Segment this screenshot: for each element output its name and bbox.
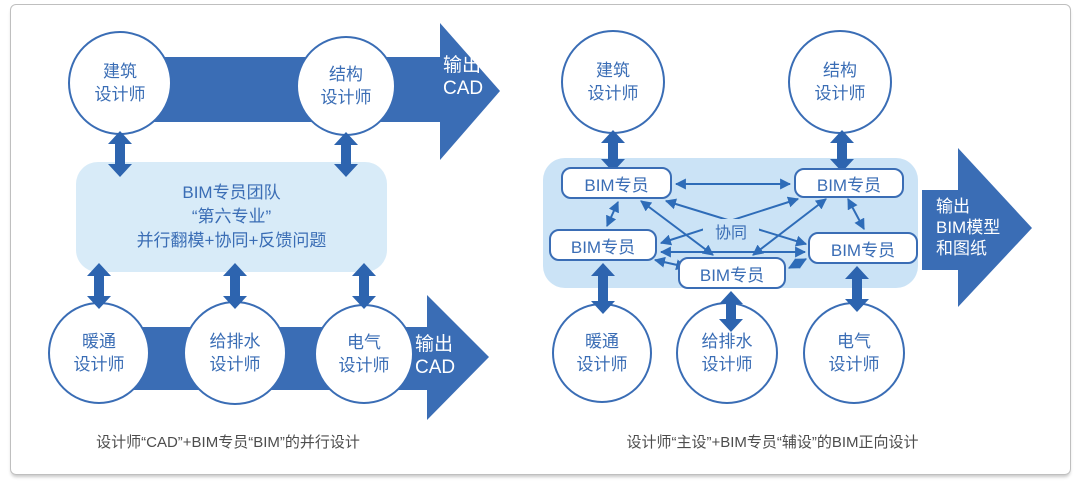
bim-specialist-label: BIM专员 [570,237,636,257]
frame-border [10,4,1071,475]
bim-team-description: BIM专员团队 “第六专业” 并行翻模+协同+反馈问题 [136,183,327,250]
output-cad-label-bottom: 输出 CAD [415,334,456,378]
designer-circle-hvac-right: 暖通 设计师 [552,303,652,403]
bim-specialist-box-electrical: BIM专员 [808,232,918,264]
designer-circle-structure-right: 结构 设计师 [788,30,892,134]
designer-circle-electrical-left: 电气 设计师 [314,304,414,404]
designer-circle-electrical-right: 电气 设计师 [803,302,905,404]
designer-circle-plumbing-left: 给排水 设计师 [183,301,287,405]
designer-label: 结构 设计师 [320,65,372,107]
bim-specialist-label: BIM专员 [816,175,882,195]
bim-specialist-box-plumbing: BIM专员 [678,257,786,289]
designer-label: 暖通 设计师 [73,332,125,374]
designer-circle-structure-left: 结构 设计师 [296,36,396,136]
designer-label: 电气 设计师 [338,333,390,375]
bim-specialist-label: BIM专员 [699,265,765,285]
designer-label: 建筑 设计师 [587,61,639,103]
designer-label: 结构 设计师 [814,61,866,103]
bim-specialist-box-architecture: BIM专员 [561,167,672,199]
caption-parallel-design: 设计师“CAD”+BIM专员“BIM”的并行设计 [96,434,360,451]
designer-circle-architecture-right: 建筑 设计师 [561,30,665,134]
designer-label: 暖通 设计师 [576,332,628,374]
caption-forward-design: 设计师“主设”+BIM专员“辅设”的BIM正向设计 [626,434,919,451]
designer-circle-plumbing-right: 给排水 设计师 [676,302,778,404]
bim-specialist-box-structure: BIM专员 [794,168,904,198]
collaboration-label: 协同 [703,219,759,243]
designer-circle-architecture-left: 建筑 设计师 [68,31,172,135]
bim-specialist-label: BIM专员 [830,240,896,260]
designer-label: 给排水 设计师 [209,332,261,374]
bim-specialist-label: BIM专员 [584,175,649,195]
bim-team-panel [76,162,387,272]
output-cad-label-top: 输出 CAD [443,55,484,99]
bim-specialist-box-hvac: BIM专员 [549,229,657,261]
designer-label: 电气 设计师 [828,332,880,374]
designer-label: 建筑 设计师 [94,62,146,104]
designer-label: 给排水 设计师 [701,332,753,374]
designer-circle-hvac-left: 暖通 设计师 [48,302,150,404]
output-bim-label: 输出 BIM模型 和图纸 [936,197,1001,258]
